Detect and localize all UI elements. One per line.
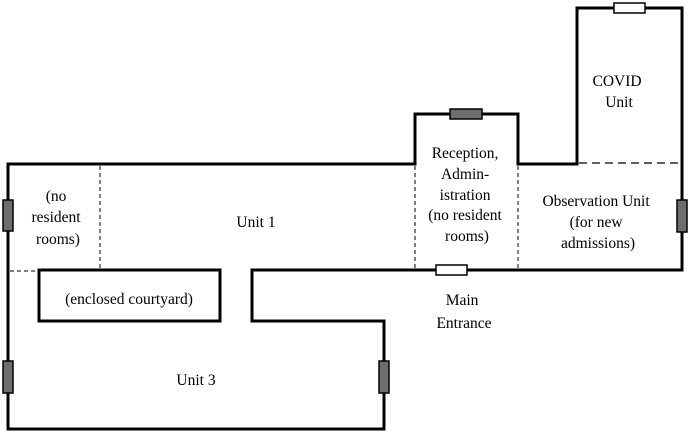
door-main-entrance [435,264,468,276]
door-east-observation [676,199,688,233]
door-west-upper [2,199,14,232]
courtyard-wall [37,268,222,323]
label-unit-3: Unit 3 [176,372,215,389]
label-enclosed-courtyard: (enclosed courtyard) [65,291,193,308]
label-unit-1: Unit 1 [236,214,275,231]
door-covid-top [613,2,646,14]
label-observation-unit: Observation Unit (for new admissions) [542,193,653,252]
door-west-lower [2,360,14,394]
door-reception-top [449,108,483,120]
label-reception-administration: Reception, Admin- istration (no resident… [428,145,505,245]
label-covid-unit: COVID Unit [593,73,646,111]
label-no-resident-left: (no resident rooms) [32,188,85,248]
door-unit3-east [378,360,390,394]
label-main-entrance: Main Entrance [436,292,491,332]
